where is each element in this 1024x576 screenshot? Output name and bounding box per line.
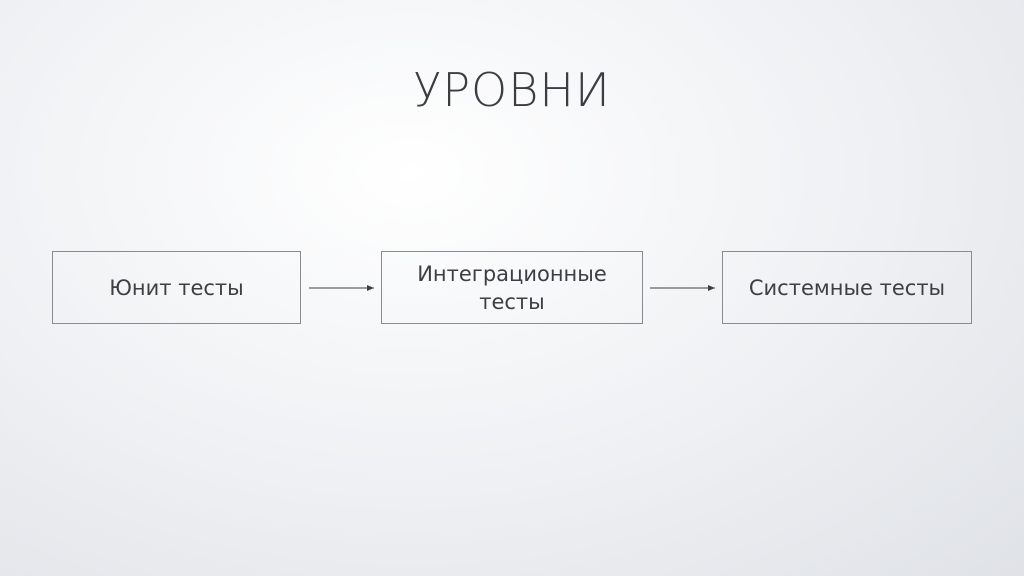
node-unit-tests: Юнит тесты <box>52 251 301 324</box>
node-integration-tests: Интеграционные тесты <box>381 251 643 324</box>
node-unit-tests-label: Юнит тесты <box>109 275 244 300</box>
node-system-tests: Системные тесты <box>722 251 972 324</box>
slide-title: УРОВНИ <box>413 63 611 117</box>
node-system-tests-label: Системные тесты <box>748 275 946 300</box>
node-integration-tests-label: Интеграционные тесты <box>417 261 607 314</box>
